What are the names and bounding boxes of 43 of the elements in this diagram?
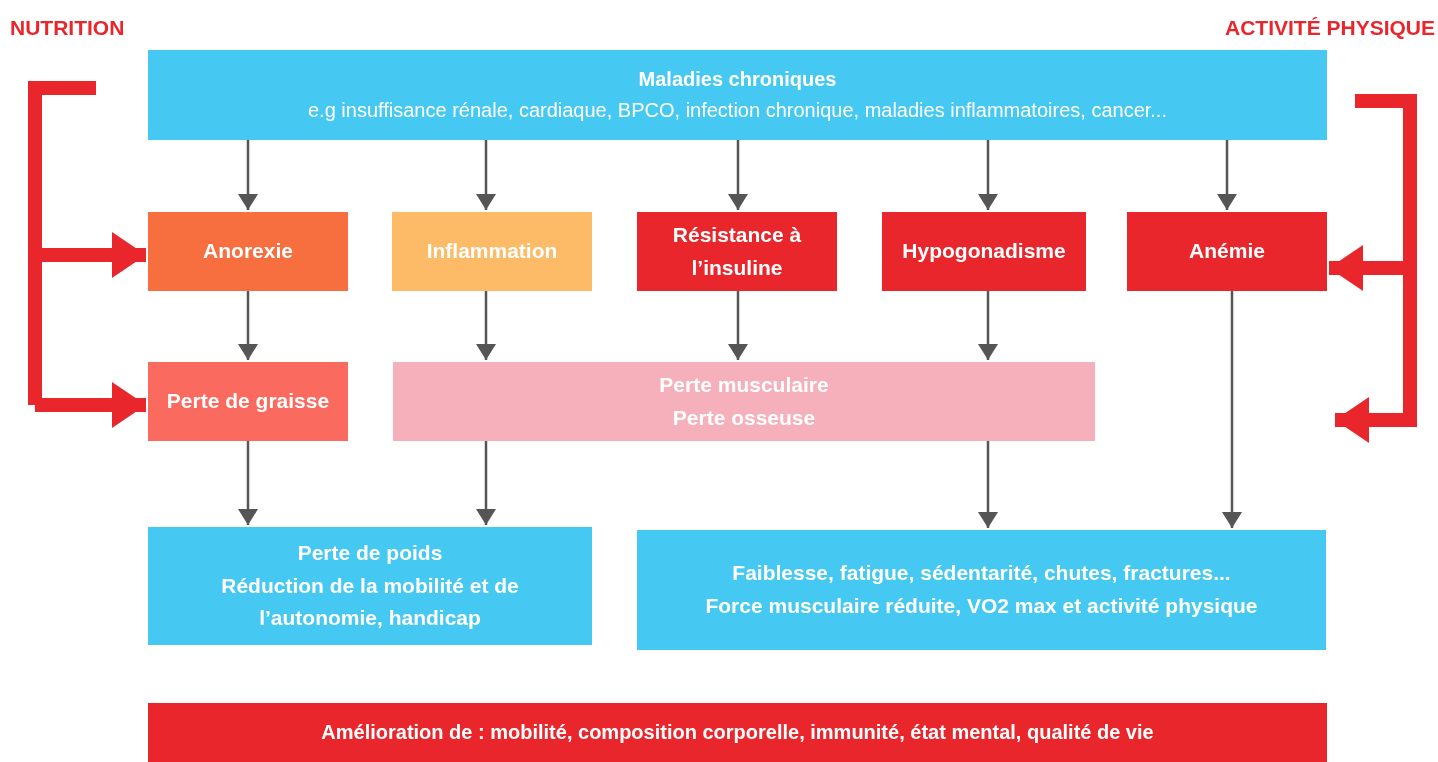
- process-box: [1127, 212, 1327, 291]
- box-text: Inflammation: [426, 238, 558, 265]
- arrow: [978, 291, 998, 360]
- box-text: Perte de graisse: [166, 388, 330, 415]
- arrow: [476, 441, 496, 525]
- arrow: [238, 291, 258, 360]
- process-box: [882, 212, 1086, 291]
- box-text: Perte de poids: [297, 540, 443, 567]
- box-text: Résistance à l’insuline: [671, 221, 803, 281]
- box-text: Amélioration de : mobilité, composition corporelle, immunité, état mental, qualité de vie: [321, 720, 1154, 745]
- outcome-box: [148, 527, 592, 645]
- section-heading: NUTRITION: [10, 15, 125, 41]
- box-text: Force musculaire réduite, VO2 max et activité physique: [705, 593, 1258, 619]
- outcome-box: [637, 530, 1326, 650]
- box-text: Perte osseuse: [672, 404, 816, 431]
- arrow: [476, 291, 496, 360]
- arrow: [476, 140, 496, 210]
- process-box: [148, 212, 348, 291]
- bracket-line: [28, 81, 96, 405]
- box-text: Réduction de la mobilité et de l’autonomie, handicap: [220, 572, 520, 632]
- process-box: [392, 212, 592, 291]
- arrow: [238, 140, 258, 210]
- box-text: Anémie: [1189, 238, 1265, 265]
- arrow: [1222, 291, 1242, 528]
- box-text: Faiblesse, fatigue, sédentarité, chutes, fractures...: [732, 560, 1231, 587]
- improvement-bar: [148, 703, 1327, 762]
- box-text: Anorexie: [203, 238, 293, 265]
- disease-box: [148, 50, 1327, 140]
- description-text: e.g insuffisance rénale, cardiaque, BPCO, infection chronique, maladies inflammatoires, cancer...: [308, 98, 1167, 123]
- arrow: [978, 140, 998, 210]
- box-text: Maladies chroniques: [638, 67, 837, 92]
- arrow: [238, 441, 258, 525]
- process-box: [393, 362, 1095, 441]
- box-text: Perte musculaire: [659, 371, 829, 398]
- process-box: [637, 212, 837, 291]
- box-text: Hypogonadisme: [902, 238, 1066, 265]
- process-box: [148, 362, 348, 441]
- arrow: [728, 291, 748, 360]
- arrow: [728, 140, 748, 210]
- arrow: [1217, 140, 1237, 210]
- section-heading: ACTIVITÉ PHYSIQUE: [1224, 15, 1435, 41]
- arrow: [978, 441, 998, 528]
- arrow: [35, 382, 146, 428]
